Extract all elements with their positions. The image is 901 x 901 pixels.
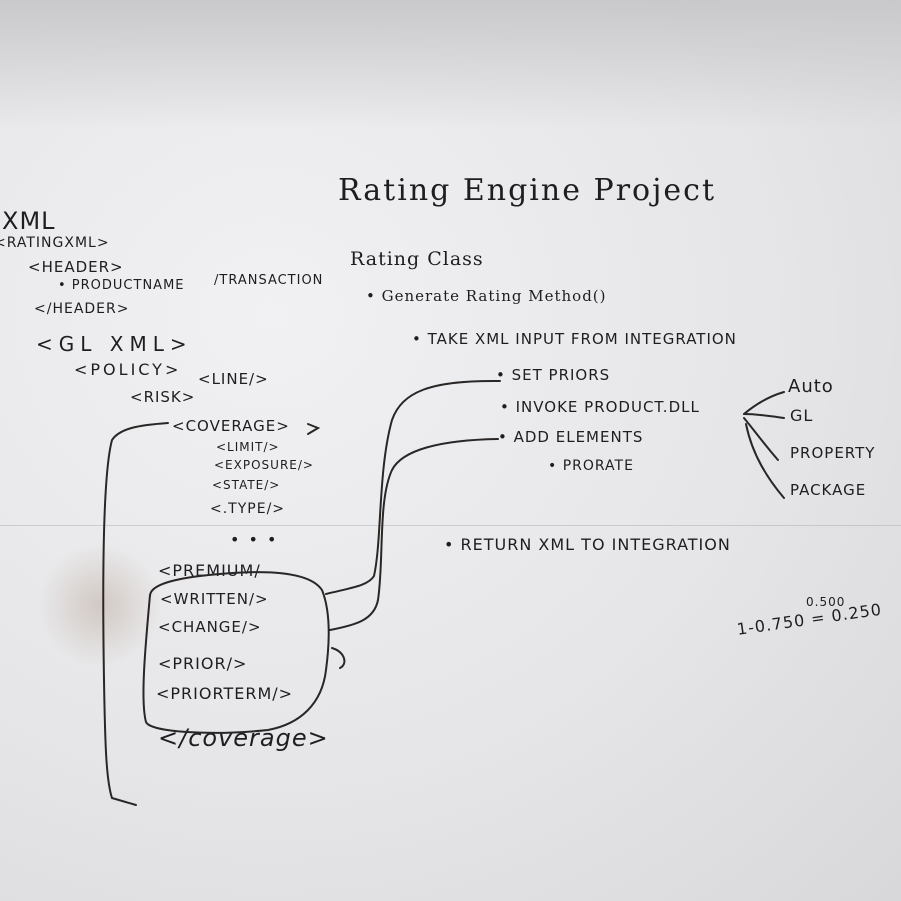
product-auto: Auto [788, 376, 834, 397]
product-gl: GL [790, 406, 814, 425]
xml-state: <State/> [212, 478, 281, 492]
branch-auto [743, 391, 785, 415]
xml-premium: <Premium/ [158, 561, 261, 580]
branch-property [743, 417, 779, 461]
xml-limit: <Limit/> [216, 440, 280, 454]
xml-ellipsis: • • • [230, 530, 279, 549]
connector-add-elements [329, 438, 499, 631]
xml-change: <Change/> [158, 618, 262, 636]
xml-prior: <Prior/> [158, 654, 248, 673]
xml-header-close: </Header> [34, 301, 130, 317]
xml-gl: <GL XML> [36, 332, 193, 356]
rating-step-input: • Take XML Input from Integration [412, 330, 737, 348]
board-seam [0, 525, 901, 526]
rating-return: • Return XML to Integration [444, 535, 731, 554]
xml-type: <.Type/> [210, 501, 286, 517]
xml-written: <Written/> [160, 590, 269, 608]
product-property: Property [790, 444, 876, 462]
xml-rating: <RatingXML> [0, 235, 110, 251]
connector-branch [331, 647, 346, 669]
premium-loop [142, 571, 330, 734]
xml-exposure: <Exposure/> [214, 458, 314, 472]
rating-invoke-dll: • Invoke Product.DLL [500, 398, 700, 416]
coverage-arrow [307, 423, 321, 435]
xml-policy: <Policy> [74, 360, 182, 379]
connector-set-priors [325, 379, 501, 595]
math-value: 0.500 [806, 595, 846, 609]
eraser-smudge [40, 540, 160, 670]
rating-method: • Generate Rating Method() [366, 287, 607, 305]
product-package: Package [790, 481, 867, 499]
branch-package [745, 423, 785, 499]
xml-coverage-close: </coverage> [158, 724, 329, 752]
rating-class-heading: Rating Class [350, 248, 484, 270]
branch-gl [743, 413, 785, 419]
xml-header-open: <Header> [28, 258, 124, 276]
xml-risk: <Risk> [130, 388, 196, 406]
rating-set-priors: • Set Priors [496, 366, 611, 384]
xml-line: <Line/> [198, 370, 269, 388]
rating-add-elements: • Add Elements [498, 428, 644, 446]
xml-prior-term: <PriorTerm/> [156, 684, 294, 703]
xml-product-name: • ProductName [58, 278, 185, 293]
rating-prorate: • Prorate [548, 458, 634, 474]
top-shadow [0, 0, 901, 130]
xml-coverage-open: <Coverage> [172, 417, 290, 435]
coverage-bracket [102, 422, 169, 806]
page-title: Rating Engine Project [338, 173, 717, 208]
xml-transaction: /Transaction [214, 273, 324, 288]
xml-root: XML [2, 207, 56, 235]
